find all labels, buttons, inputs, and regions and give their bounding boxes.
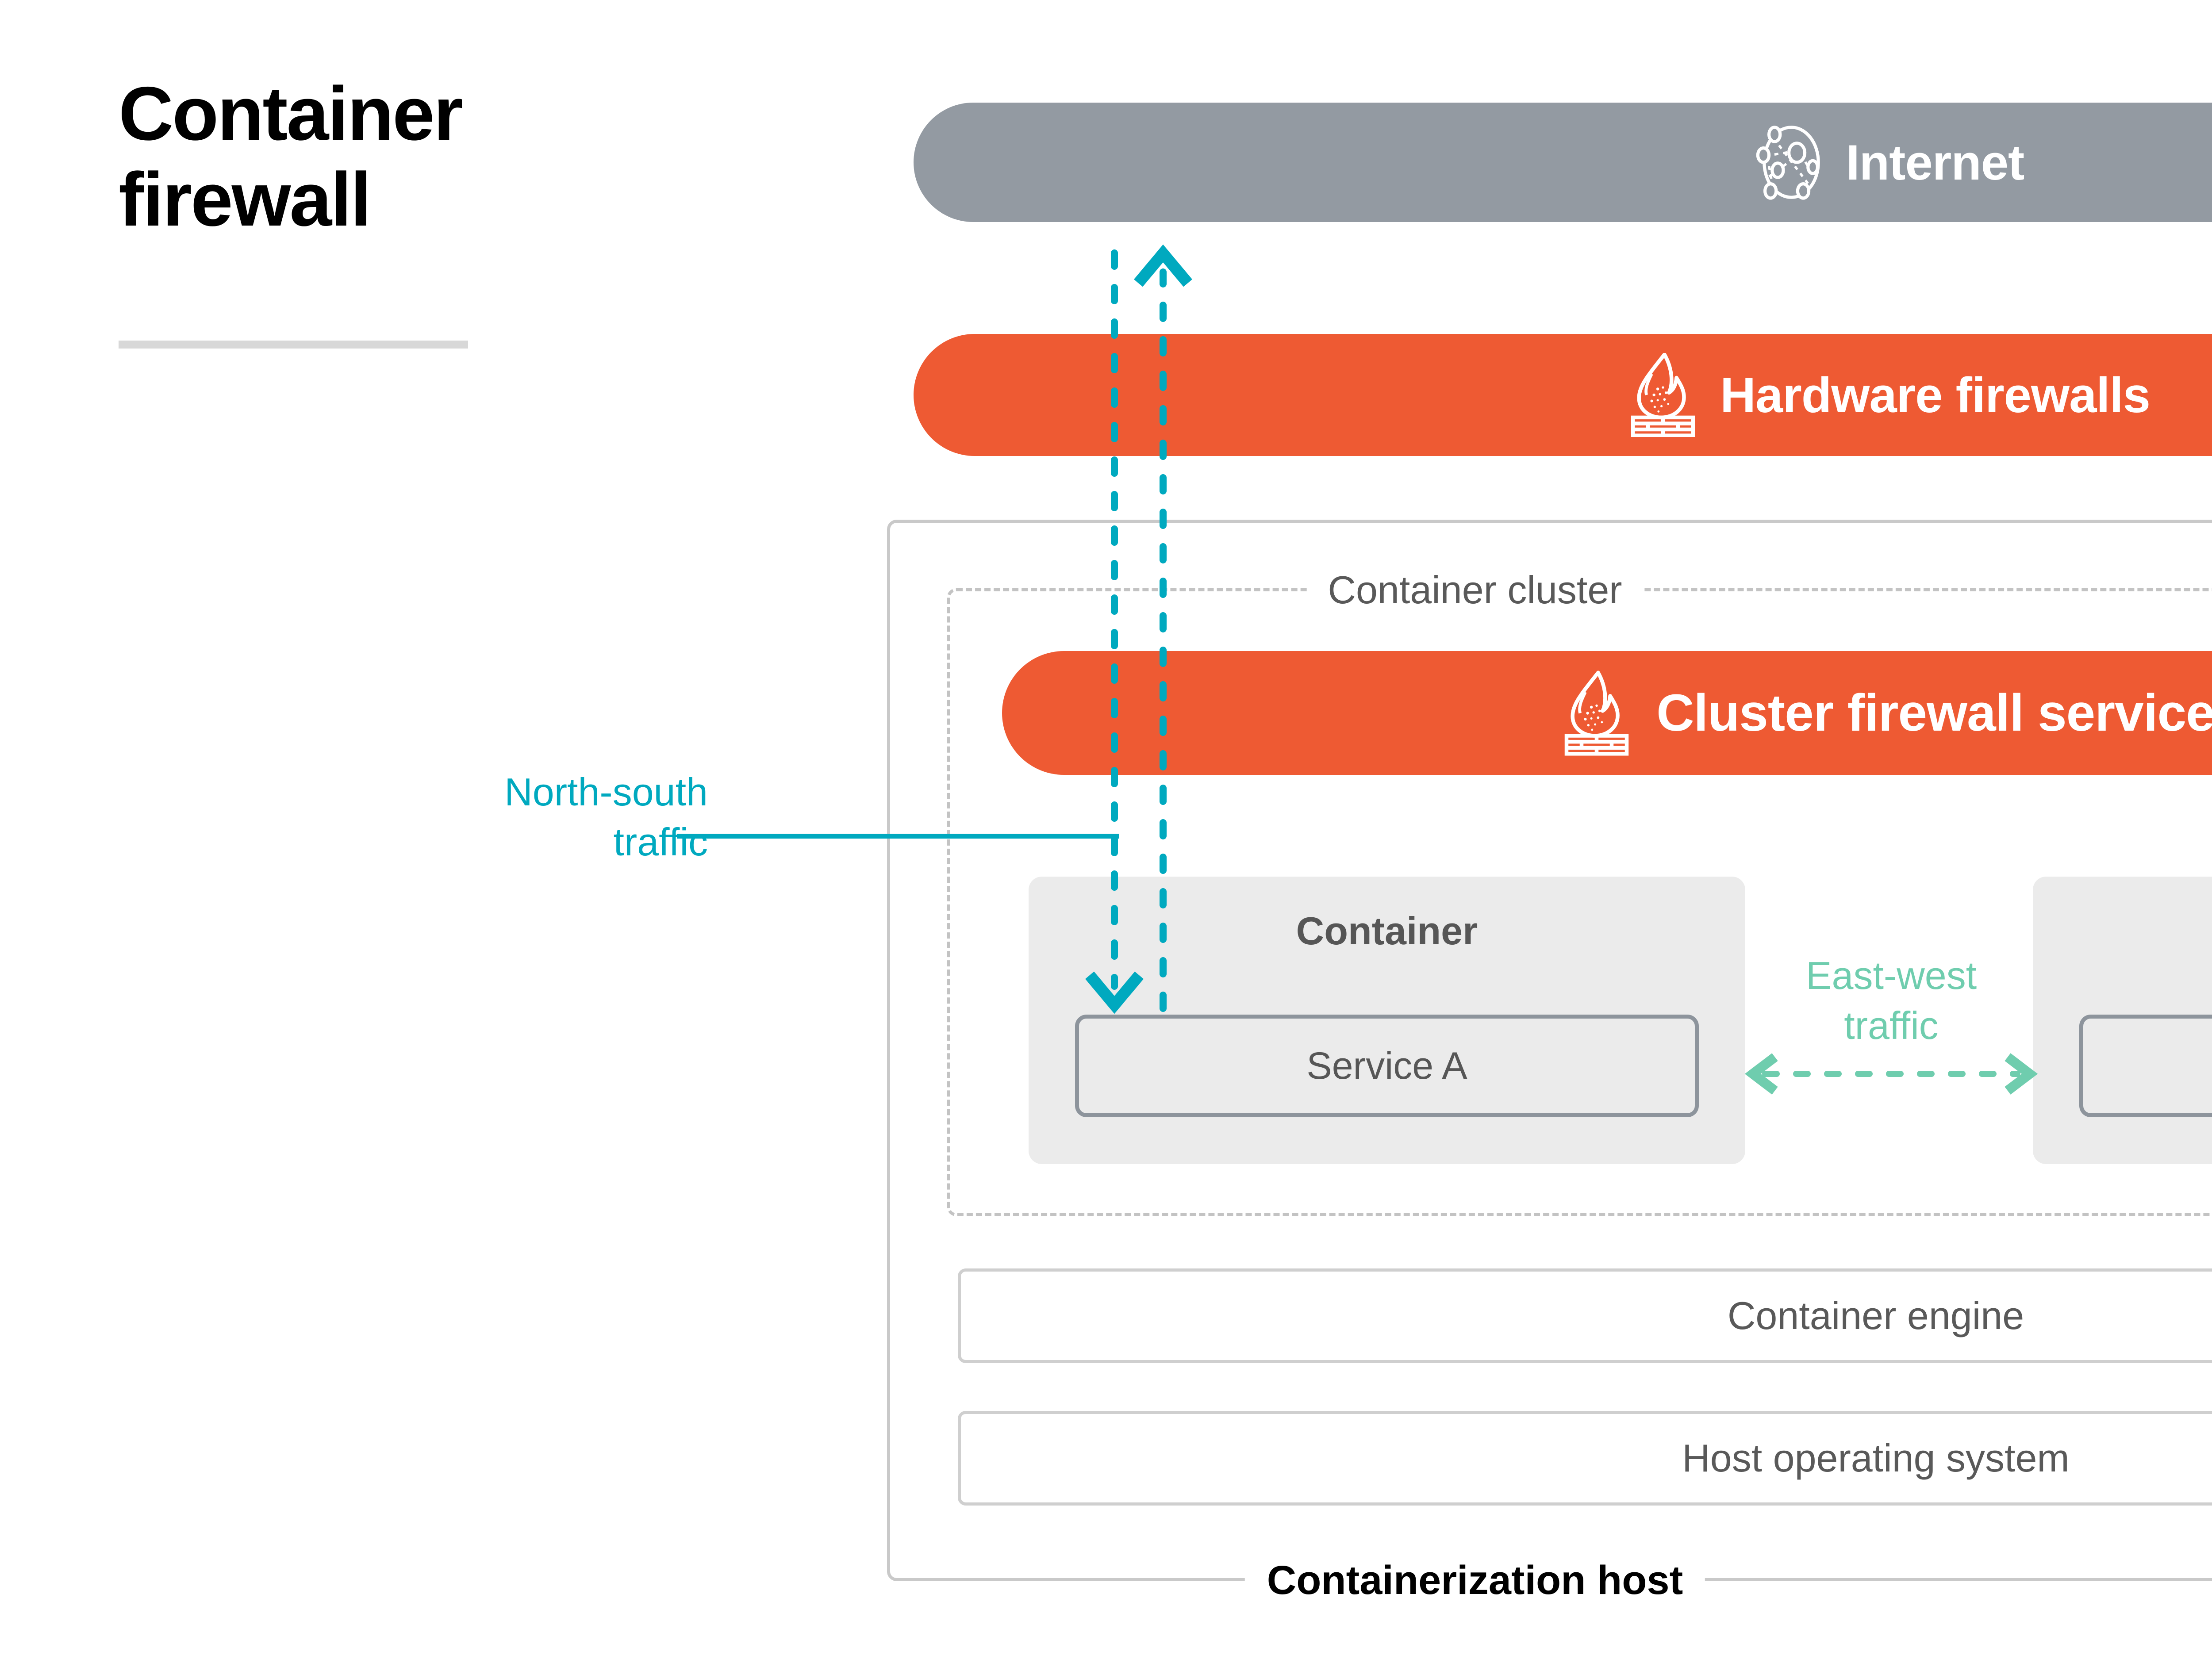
containerization-host-label: Containerization host bbox=[1244, 1557, 1705, 1604]
service-box[interactable]: Service B bbox=[2079, 1015, 2212, 1117]
page-title: Container firewall bbox=[119, 71, 782, 243]
firewall-icon bbox=[1559, 670, 1634, 756]
east-west-traffic-line-2: traffic bbox=[1844, 1003, 1939, 1047]
container-cluster-label: Container cluster bbox=[1307, 567, 1643, 613]
service-label: Service A bbox=[1306, 1044, 1467, 1087]
title-divider bbox=[119, 341, 468, 349]
north-south-traffic-line-2: traffic bbox=[613, 820, 708, 864]
container-engine-row[interactable]: Container engine bbox=[958, 1268, 2212, 1363]
north-south-traffic-label: North-south traffic bbox=[389, 767, 708, 867]
host-operating-system-row[interactable]: Host operating system bbox=[958, 1411, 2212, 1506]
container-engine-label: Container engine bbox=[1727, 1294, 2024, 1337]
east-west-traffic-line-1: East-west bbox=[1805, 954, 1977, 997]
container-card-title: Container bbox=[2033, 908, 2212, 954]
north-south-outbound-arrowhead-icon bbox=[1134, 244, 1192, 287]
north-south-leader-line bbox=[677, 834, 1119, 839]
cluster-firewall-service-bar-label: Cluster firewall service bbox=[1656, 684, 2212, 742]
internet-bar-label: Internet bbox=[1846, 134, 2025, 190]
container-card-title: Container bbox=[1296, 909, 1478, 953]
container-card[interactable]: Container Service A bbox=[1029, 877, 1745, 1164]
east-west-traffic-label: East-west traffic bbox=[1767, 951, 2015, 1050]
service-box[interactable]: Service A bbox=[1075, 1015, 1699, 1117]
hardware-firewalls-bar-label: Hardware firewalls bbox=[1720, 367, 2151, 423]
north-south-traffic-line-1: North-south bbox=[504, 770, 708, 814]
hardware-firewalls-bar[interactable]: Hardware firewalls bbox=[914, 334, 2212, 456]
firewall-icon bbox=[1625, 353, 1701, 437]
host-operating-system-label: Host operating system bbox=[1682, 1436, 2070, 1480]
page-title-line-2: firewall bbox=[119, 157, 372, 242]
internet-bar[interactable]: Internet bbox=[914, 103, 2212, 222]
container-card[interactable]: Container Service B bbox=[2033, 877, 2212, 1164]
network-globe-icon bbox=[1751, 123, 1831, 202]
page-title-line-1: Container bbox=[119, 71, 463, 156]
cluster-firewall-service-bar[interactable]: Cluster firewall service bbox=[1002, 651, 2212, 775]
